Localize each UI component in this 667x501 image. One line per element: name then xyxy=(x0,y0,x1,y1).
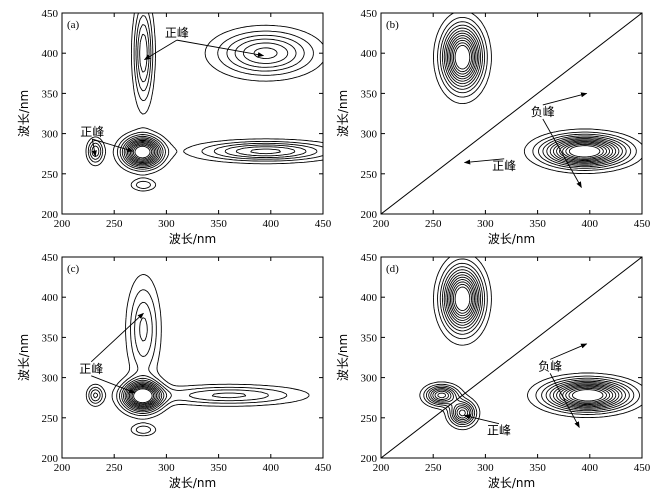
plot-frame xyxy=(61,12,324,215)
x-tick-label: 400 xyxy=(582,462,599,474)
peak-annotation: 正峰 xyxy=(165,26,189,40)
annotation-arrow xyxy=(90,312,144,363)
y-axis-label: 波长/nm xyxy=(17,90,31,137)
x-tick-label: 400 xyxy=(263,462,280,474)
peak-annotation: 正峰 xyxy=(79,362,103,376)
y-tick-label: 300 xyxy=(361,373,378,385)
y-tick-label: 200 xyxy=(42,209,59,221)
y-tick-label: 450 xyxy=(42,252,59,264)
y-tick-label: 400 xyxy=(361,292,378,304)
x-tick-label: 300 xyxy=(158,218,175,230)
annotation-arrow xyxy=(542,92,588,106)
panel-label: (c) xyxy=(67,263,80,275)
y-tick-label: 350 xyxy=(42,332,59,344)
x-tick-label: 400 xyxy=(582,218,599,230)
panel-d: 200 250 300 350 400 450 200 250 300 350 400 450 波长/n… xyxy=(336,252,651,490)
annotation-arrow xyxy=(549,373,580,429)
annotation-arrow xyxy=(143,39,178,61)
y-tick-label: 350 xyxy=(42,88,59,100)
y-tick-label: 250 xyxy=(361,169,378,181)
y-tick-label: 250 xyxy=(361,413,378,425)
x-tick-label: 250 xyxy=(106,218,123,230)
annotation-arrow xyxy=(176,39,265,58)
annotation-arrow xyxy=(463,414,500,425)
plot-frame xyxy=(380,12,643,215)
x-tick-label: 250 xyxy=(106,462,123,474)
x-axis-label: 波长/nm xyxy=(488,232,535,246)
x-tick-label: 200 xyxy=(54,218,71,230)
y-tick-label: 200 xyxy=(42,453,59,465)
x-tick-label: 200 xyxy=(54,462,71,474)
peak-annotation: 负峰 xyxy=(531,105,555,119)
y-tick-label: 400 xyxy=(42,292,59,304)
x-tick-label: 300 xyxy=(477,218,494,230)
annotation-arrow xyxy=(549,343,588,360)
annotation-arrow xyxy=(542,118,582,189)
x-tick-label: 350 xyxy=(210,462,227,474)
contour-lines xyxy=(433,13,642,175)
x-axis-label: 波长/nm xyxy=(169,476,216,490)
x-tick-label: 350 xyxy=(210,218,227,230)
x-tick-label: 450 xyxy=(634,462,651,474)
y-tick-label: 450 xyxy=(42,8,59,20)
peak-annotation: 正峰 xyxy=(487,424,511,438)
panel-c: 200 250 300 350 400 450 200 250 300 350 400 450 波长/n… xyxy=(17,252,332,490)
contour-lines xyxy=(85,274,310,437)
annotation-arrow xyxy=(92,138,134,153)
contour-lines xyxy=(419,257,642,431)
x-axis-label: 波长/nm xyxy=(488,476,535,490)
y-axis-label: 波长/nm xyxy=(336,334,350,381)
panel-b: 200 250 300 350 400 450 200 250 300 350 400 450 波长/n… xyxy=(336,8,651,246)
x-axis-label: 波长/nm xyxy=(169,232,216,246)
diagonal-line xyxy=(381,13,642,214)
y-tick-label: 250 xyxy=(42,169,59,181)
x-tick-label: 350 xyxy=(529,218,546,230)
y-axis-label: 波长/nm xyxy=(336,90,350,137)
x-tick-label: 300 xyxy=(477,462,494,474)
panel-a: 200 250 300 350 400 450 200 250 300 350 400 450 波长/n… xyxy=(17,8,332,246)
y-tick-label: 450 xyxy=(361,252,378,264)
annotation-arrow xyxy=(463,158,505,165)
panel-label: (a) xyxy=(67,19,80,31)
y-tick-label: 400 xyxy=(42,48,59,60)
y-tick-label: 300 xyxy=(42,373,59,385)
peak-annotation: 正峰 xyxy=(492,159,516,173)
plot-frame xyxy=(61,256,324,459)
y-tick-label: 400 xyxy=(361,48,378,60)
peak-annotation: 负峰 xyxy=(538,359,562,373)
x-tick-label: 250 xyxy=(425,218,442,230)
y-tick-label: 250 xyxy=(42,413,59,425)
y-tick-label: 200 xyxy=(361,453,378,465)
diagonal-line xyxy=(381,257,642,458)
x-tick-label: 400 xyxy=(263,218,280,230)
x-tick-label: 450 xyxy=(634,218,651,230)
y-tick-label: 300 xyxy=(361,129,378,141)
x-tick-label: 250 xyxy=(425,462,442,474)
y-tick-label: 450 xyxy=(361,8,378,20)
panel-label: (d) xyxy=(386,263,399,275)
x-tick-label: 300 xyxy=(158,462,175,474)
y-axis-label: 波长/nm xyxy=(17,334,31,381)
annotation-arrow xyxy=(91,375,136,394)
x-tick-label: 200 xyxy=(373,218,390,230)
x-tick-label: 450 xyxy=(315,218,332,230)
x-tick-label: 350 xyxy=(529,462,546,474)
contour-lines xyxy=(85,13,323,192)
peak-annotation: 正峰 xyxy=(80,125,104,139)
y-tick-label: 200 xyxy=(361,209,378,221)
annotation-arrow xyxy=(91,138,97,157)
y-tick-label: 350 xyxy=(361,88,378,100)
plot-frame xyxy=(380,256,643,459)
x-tick-label: 200 xyxy=(373,462,390,474)
y-tick-label: 350 xyxy=(361,332,378,344)
y-tick-label: 300 xyxy=(42,129,59,141)
x-tick-label: 450 xyxy=(315,462,332,474)
panel-label: (b) xyxy=(386,19,399,31)
